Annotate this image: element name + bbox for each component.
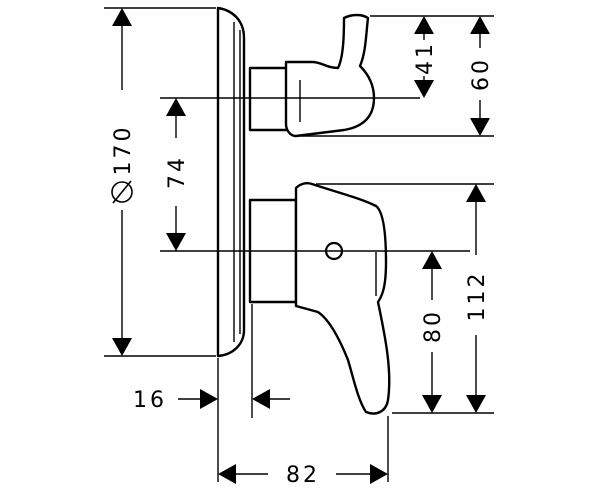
label-74: 74 (165, 155, 190, 189)
product-outline (216, 6, 391, 415)
arrow-170-top (112, 8, 132, 26)
arrow-82-left (218, 464, 236, 484)
label-112: 112 (465, 271, 490, 322)
arrow-74-bottom (166, 233, 186, 251)
cover-plate (216, 6, 246, 358)
dimension-labels: 170 74 41 60 80 112 16 82 (111, 41, 494, 488)
arrow-112-top (466, 184, 486, 202)
label-82: 82 (286, 463, 320, 488)
upper-handle (284, 13, 376, 138)
arrow-80-top (422, 251, 442, 269)
lower-handle (294, 182, 391, 415)
arrow-170-bottom (112, 338, 132, 356)
upper-hub (248, 66, 290, 132)
arrow-60-top (470, 16, 490, 34)
arrow-16-left (200, 389, 218, 409)
arrow-82-right (370, 464, 388, 484)
label-41: 41 (413, 41, 438, 75)
arrow-80-bottom (422, 395, 442, 413)
dimension-lines (104, 7, 494, 484)
label-80: 80 (421, 309, 446, 343)
label-60: 60 (469, 57, 494, 91)
diameter-symbol (111, 180, 133, 204)
arrow-74-top (166, 98, 186, 116)
label-diameter-170: 170 (111, 125, 136, 176)
arrow-41-top (414, 16, 434, 34)
arrow-41-bottom (414, 80, 434, 98)
arrow-60-bottom (470, 118, 490, 136)
label-16: 16 (133, 388, 167, 413)
arrow-112-bottom (466, 395, 486, 413)
arrow-16-right (252, 389, 270, 409)
